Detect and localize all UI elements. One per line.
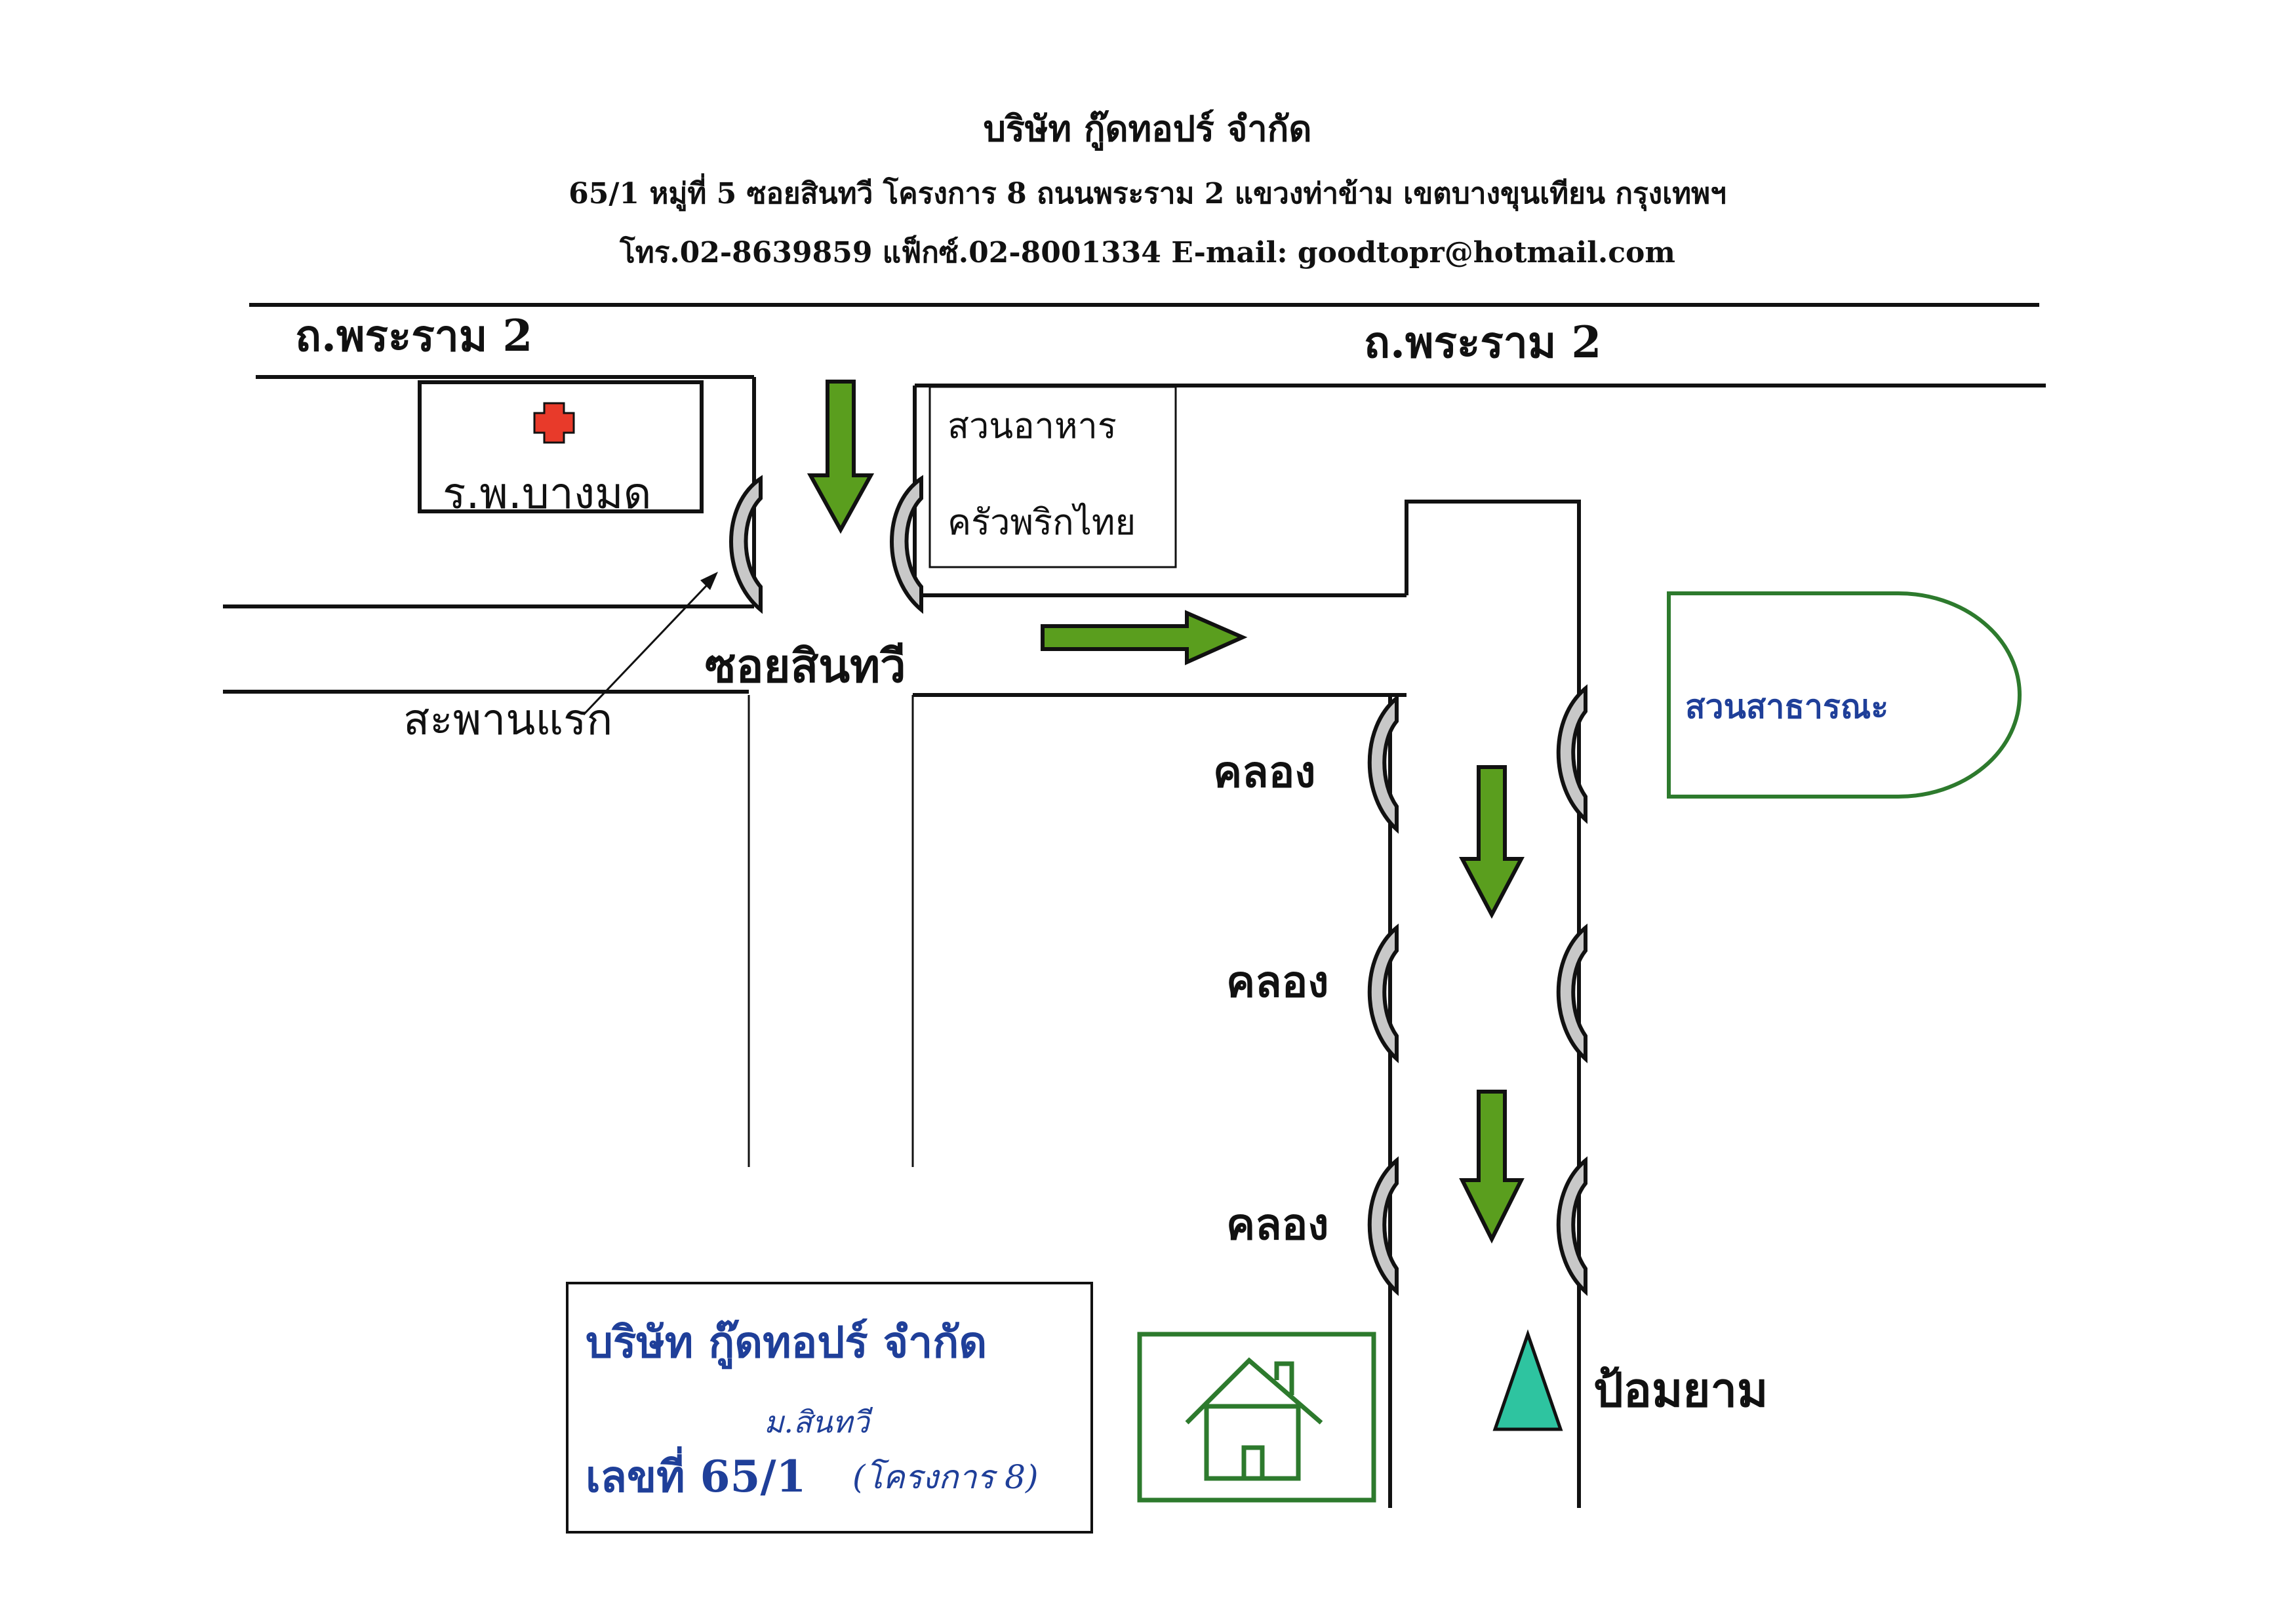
green-arrow-icon bbox=[1459, 1090, 1525, 1244]
triangle-marker-icon bbox=[1492, 1329, 1563, 1431]
restaurant-building bbox=[928, 386, 1177, 568]
company-box-handwritten-village: ม.สินทวี bbox=[764, 1404, 873, 1440]
green-arrow-icon bbox=[1041, 610, 1248, 665]
landmark-canal-3: คลอง bbox=[1226, 1198, 1328, 1250]
canal-bridges bbox=[1367, 684, 1587, 1296]
pointer-arrowhead bbox=[700, 572, 718, 590]
green-arrow-icon bbox=[807, 380, 875, 534]
landmark-canal-1: คลอง bbox=[1213, 746, 1315, 797]
bridge-icon bbox=[1367, 923, 1399, 1063]
landmark-first-bridge: สะพานแรก bbox=[403, 694, 612, 745]
landmark-park: สวนสาธารณะ bbox=[1685, 687, 1888, 726]
bridge-icon bbox=[1556, 923, 1587, 1063]
landmark-restaurant-line1: สวนอาหาร bbox=[948, 405, 1117, 446]
landmark-restaurant-line2: ครัวพริกไทย bbox=[948, 502, 1136, 543]
header-contact: โทร.02-8639859 แฟ็กซ์.02-8001334 E-mail:… bbox=[619, 235, 1675, 269]
company-box-handwritten-project: (โครงการ 8) bbox=[852, 1458, 1039, 1496]
bridge-icon bbox=[1556, 1156, 1587, 1296]
bridge-icon bbox=[729, 475, 763, 614]
bridge-icon bbox=[890, 475, 923, 614]
pointer-line bbox=[582, 576, 716, 716]
hospital-building bbox=[418, 380, 704, 513]
green-arrow-icon bbox=[1459, 765, 1525, 919]
company-box-number: เลขที่ 65/1 bbox=[586, 1446, 806, 1502]
landmark-hospital: ร.พ.บางมด bbox=[443, 468, 651, 519]
bridge-icon bbox=[1367, 1156, 1399, 1296]
public-park-shape bbox=[1667, 591, 2022, 799]
company-info-box bbox=[566, 1282, 1093, 1534]
inner-road bbox=[1388, 500, 1581, 1508]
road-label-rama2-right: ถ.พระราม 2 bbox=[1364, 317, 1601, 368]
company-box-name: บริษัท กู๊ดทอปร์ จำกัด bbox=[586, 1317, 987, 1370]
bridge-icon bbox=[1556, 684, 1587, 824]
house-icon bbox=[1185, 1357, 1323, 1481]
landmark-guard-post: ป้อมยาม bbox=[1593, 1362, 1768, 1417]
header-company-name: บริษัท กู๊ดทอปร์ จำกัด bbox=[984, 108, 1312, 151]
bridge-icon bbox=[1367, 694, 1399, 834]
house-frame bbox=[1137, 1332, 1376, 1503]
horizontal-soi-lines bbox=[223, 593, 1407, 697]
landmark-canal-2: คลอง bbox=[1226, 956, 1328, 1007]
road-label-rama2-left: ถ.พระราม 2 bbox=[295, 310, 532, 361]
red-cross-icon bbox=[533, 402, 575, 444]
header-address: 65/1 หมู่ที่ 5 ซอยสินทวี โครงการ 8 ถนนพร… bbox=[569, 173, 1726, 212]
road-label-soi-sinthawi: ซอยสินทวี bbox=[705, 639, 906, 693]
rama2-road bbox=[249, 303, 2046, 387]
